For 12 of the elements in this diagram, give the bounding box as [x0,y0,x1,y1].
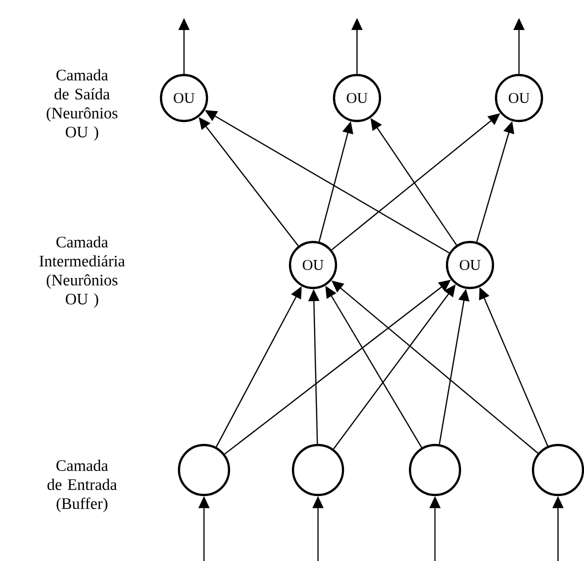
or-neuron: OU [332,74,382,122]
input-neuron [178,444,230,496]
or-neuron: OU [446,240,494,290]
input-neuron [408,444,462,496]
layer-label: Camada de Saída (Neurônios OU ) [46,69,118,141]
or-neuron: OU [160,74,208,122]
or-neuron: OU [288,240,338,290]
input-neuron [292,444,344,496]
layer-label: Camada de Entrada (Buffer) [48,460,117,512]
or-neuron: OU [494,74,544,122]
input-neuron [532,444,584,496]
layer-label: Camada Intermediária (Neurônios OU ) [40,236,125,308]
